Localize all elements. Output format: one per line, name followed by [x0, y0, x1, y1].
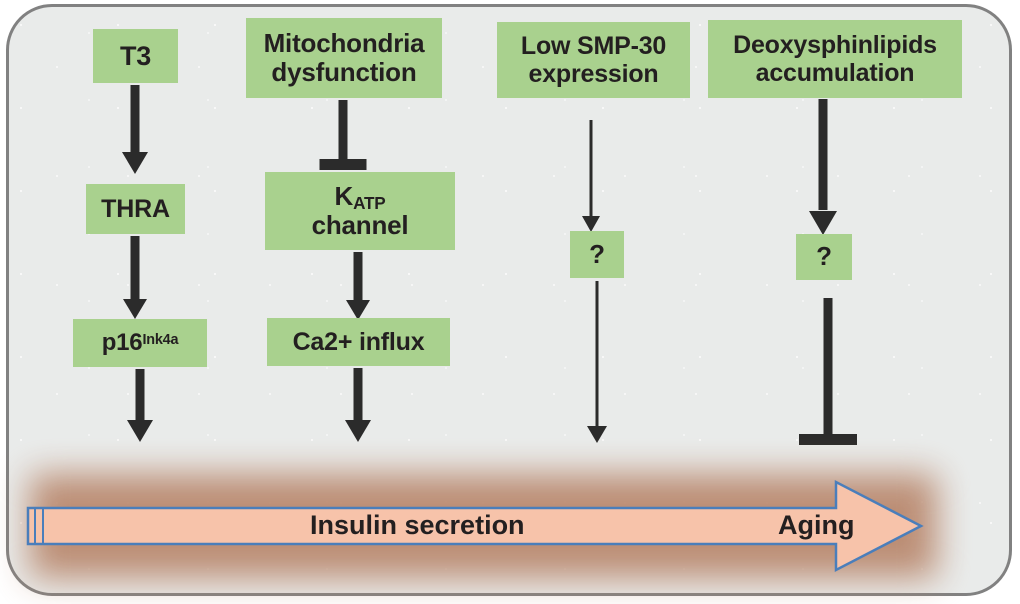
node-katp-line2: channel [311, 210, 409, 240]
connector-ca-to-banner [333, 368, 383, 442]
connector-t3-to-thra [110, 85, 160, 174]
connector-deoxy-to-question [798, 99, 848, 235]
node-deoxysphinlipids-accumulation: Deoxysphinlipids accumulation [708, 20, 962, 98]
node-ca-influx: Ca2+ influx [267, 318, 450, 366]
node-p16: p16Ink4a [73, 319, 207, 367]
connector-p16-to-banner [115, 369, 165, 442]
node-question-left: ? [570, 231, 624, 278]
node-question-right-label: ? [816, 241, 832, 272]
node-mitochondria-dysfunction: Mitochondria dysfunction [246, 18, 442, 98]
node-question-left-label: ? [589, 238, 605, 269]
node-katp-channel: KATP channel [265, 172, 455, 250]
connector-smp30-to-question [571, 120, 611, 232]
connector-thra-to-p16 [110, 236, 160, 319]
node-low-smp30-expression: Low SMP-30 expression [497, 22, 690, 98]
banner-label-insulin-secretion: Insulin secretion [310, 510, 525, 540]
node-thra-label: THRA [101, 195, 170, 223]
node-p16-base: p16 [101, 328, 143, 356]
node-mitochondria-line2: dysfunction [271, 57, 417, 87]
node-katp-subscript: ATP [353, 192, 386, 213]
node-thra: THRA [86, 184, 185, 234]
connector-katp-to-ca [333, 252, 383, 320]
banner-label-aging: Aging [778, 510, 855, 540]
node-deoxy-line1: Deoxysphinlipids [733, 31, 937, 59]
node-p16-superscript: Ink4a [142, 331, 179, 348]
connector-question-right-to-banner-inhibition [798, 298, 858, 445]
banner-arrow-shape [26, 479, 924, 573]
node-katp-line1: KATP [334, 180, 386, 213]
node-mitochondria-line1: Mitochondria [263, 27, 425, 58]
insulin-aging-banner: Insulin secretion Aging [16, 460, 951, 592]
node-smp30-line1: Low SMP-30 [520, 32, 667, 60]
node-deoxy-line2: accumulation [755, 59, 915, 87]
node-smp30-line2: expression [528, 60, 659, 88]
node-p16-label: p16Ink4a [101, 328, 179, 357]
node-t3-label: T3 [119, 40, 152, 71]
node-t3: T3 [93, 29, 178, 83]
node-katp-k: K [334, 180, 354, 211]
connector-mito-to-katp-inhibition [318, 100, 368, 170]
connector-question-left-to-banner [577, 281, 617, 443]
node-question-right: ? [796, 234, 852, 280]
node-ca-influx-label: Ca2+ influx [292, 328, 425, 356]
